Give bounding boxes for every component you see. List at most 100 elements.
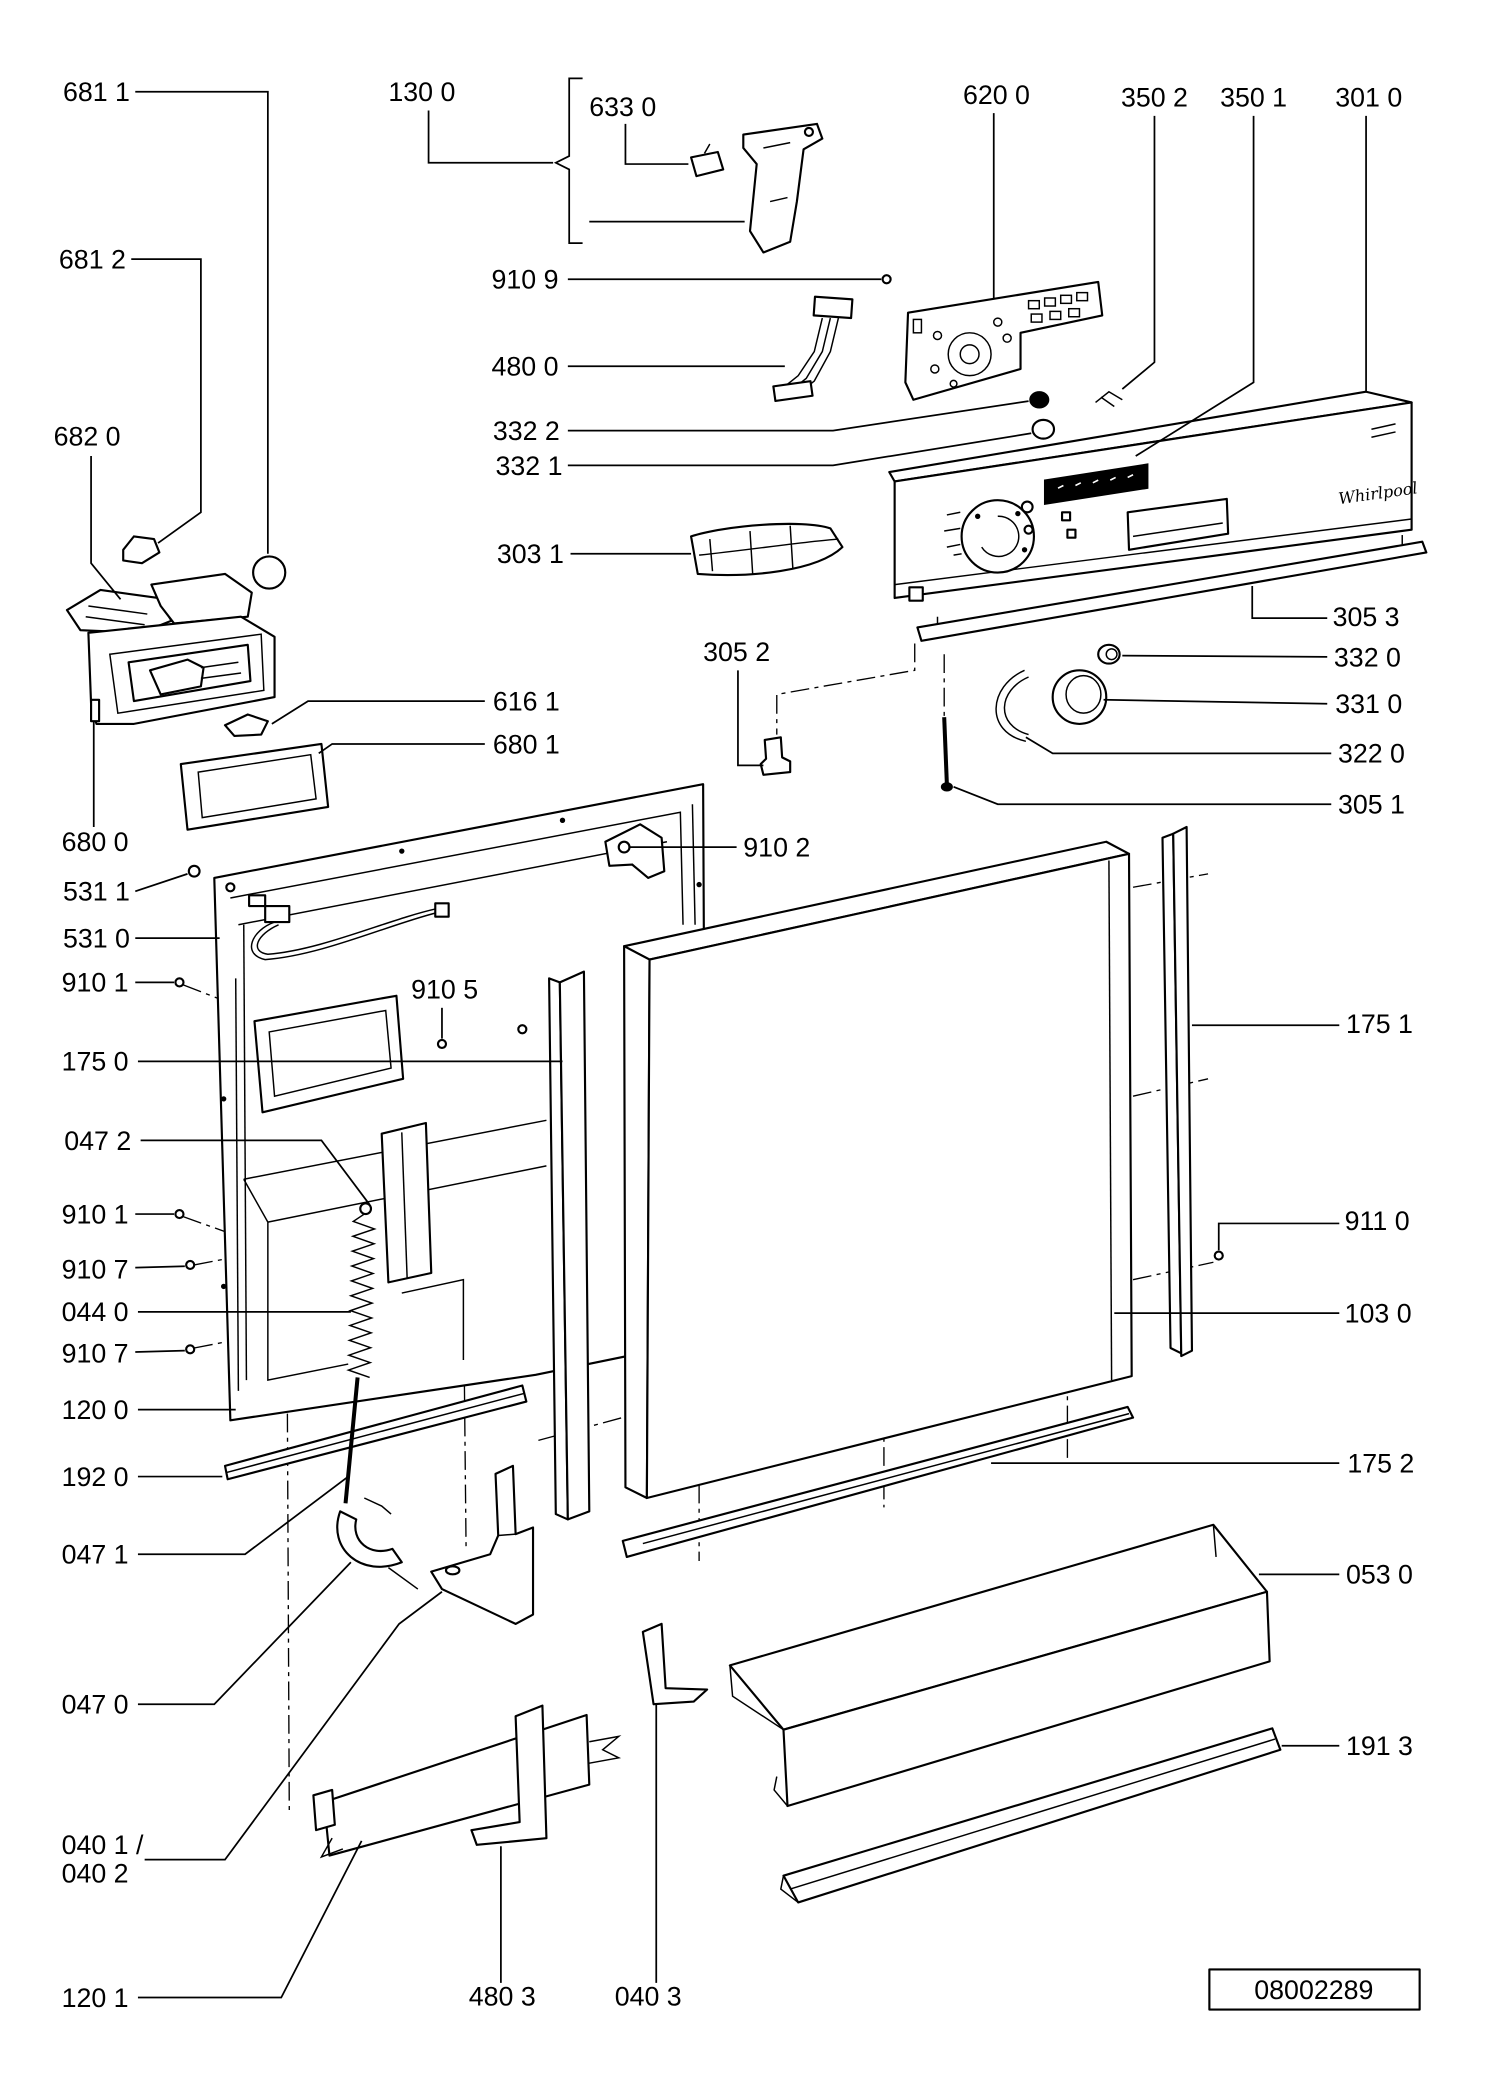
panel-decor-line (1371, 423, 1396, 430)
bottom-seal-edge (226, 1392, 524, 1474)
screw-icon (225, 882, 236, 893)
part-label-633-0: 633 0 (589, 92, 656, 122)
part-label-681-1: 681 1 (63, 77, 130, 107)
part-label-175-1: 175 1 (1346, 1009, 1413, 1039)
leader-line (737, 670, 764, 767)
panel-indicator (1066, 528, 1077, 539)
bottom-plate-break (589, 1735, 622, 1764)
part-label-040-1: 040 1 / (62, 1830, 144, 1860)
knob-assembly (940, 643, 1121, 792)
program-knob (1051, 669, 1108, 725)
spring-clip-tail (363, 1497, 419, 1590)
panel-display (1043, 463, 1149, 506)
bottom-plate-body (323, 1713, 591, 1857)
part-label-332-0: 332 0 (1334, 642, 1401, 672)
wire (256, 907, 437, 955)
part-label-480-3: 480 3 (469, 1982, 536, 2012)
handle-frame-outer (253, 994, 405, 1114)
wire-connector (264, 904, 291, 924)
screw-icon (174, 1208, 185, 1220)
display-symbols (1057, 474, 1134, 489)
profile-edge (789, 1738, 1276, 1890)
part-label-331-0: 331 0 (1335, 689, 1402, 719)
leader-line (144, 1591, 443, 1861)
part-label-047-0: 047 0 (62, 1690, 129, 1720)
leader-line (135, 1265, 185, 1269)
board-component (1049, 310, 1062, 321)
bottom-strip-body (621, 1405, 1135, 1558)
dial-mark (974, 513, 981, 519)
panel-rivet (696, 881, 702, 888)
part-label-130-0: 130 0 (388, 77, 455, 107)
screw-icon (617, 840, 631, 854)
part-label-053-0: 053 0 (1346, 1560, 1413, 1590)
side-strip-front (1172, 825, 1194, 1358)
board-component (1027, 299, 1041, 310)
leader-line (1121, 115, 1156, 390)
board-rotary-switch (959, 344, 980, 365)
door-spring-assembly (336, 1202, 419, 1590)
panel-decor-line (1371, 431, 1396, 438)
knob-ring (995, 669, 1027, 743)
dispenser-tab (90, 698, 101, 723)
dispenser-mechanism (148, 658, 205, 696)
control-panel-lip (894, 518, 1412, 586)
panel-rod-end (940, 782, 953, 792)
leader-line (134, 873, 188, 893)
lock-switch (690, 150, 725, 178)
control-panel: Whirlpool (888, 390, 1419, 602)
bottom-seal (223, 1384, 528, 1481)
indicator-light-body (690, 522, 844, 577)
gasket-outer (179, 742, 330, 831)
board-component (949, 379, 958, 388)
profile-end (779, 1875, 799, 1904)
panel-rivet (399, 848, 405, 854)
board-component (930, 364, 940, 374)
part-label-047-1: 047 1 (62, 1540, 129, 1570)
part-label-120-0: 120 0 (62, 1395, 129, 1425)
leader-line (318, 743, 485, 755)
spring-hook (359, 1202, 373, 1216)
leader-line (90, 456, 122, 600)
board-component (1043, 297, 1057, 307)
bottom-strip-edge (642, 1412, 1130, 1545)
spring-rail (380, 1121, 433, 1284)
dispenser-mechanism-line (200, 672, 242, 680)
dispenser-cover (150, 572, 253, 625)
plinth-lip (729, 1665, 784, 1731)
part-label-332-1: 332 1 (496, 451, 563, 481)
part-label-175-2: 175 2 (1347, 1449, 1414, 1479)
door-left-face (623, 945, 651, 1500)
bottom-plate-foot (319, 1837, 344, 1859)
leader-line (567, 432, 1032, 467)
indicator-light-detail (699, 525, 839, 574)
detergent-dispenser (65, 572, 276, 725)
part-label-305-2: 305 2 (703, 637, 770, 667)
inner-panel-cross-band (243, 1178, 269, 1223)
screw-icon (187, 864, 201, 878)
board-component (1059, 294, 1073, 305)
plinth (728, 1523, 1271, 1808)
part-label-175-0: 175 0 (62, 1047, 129, 1077)
screw-icon (517, 1024, 528, 1035)
door-edge (1108, 860, 1113, 1381)
panel-button (1023, 524, 1034, 535)
bottom-plate-tab (312, 1788, 336, 1832)
part-label-682-0: 682 0 (54, 421, 121, 451)
outer-door-panel (623, 840, 1133, 1500)
side-strip-left (548, 970, 591, 1521)
part-label-680-1: 680 1 (493, 729, 560, 759)
part-label-047-2: 047 2 (64, 1126, 131, 1156)
screw-icon (185, 1344, 196, 1355)
plinth-foot (773, 1776, 789, 1807)
dispenser-lid-mark (85, 616, 145, 626)
panel-handle-frame (253, 994, 405, 1114)
part-label-303-1: 303 1 (497, 539, 564, 569)
handle-frame-inner (268, 1009, 392, 1098)
plinth-bracket (641, 1622, 709, 1706)
part-label-103-0: 103 0 (1345, 1299, 1412, 1329)
program-dial-arc (981, 515, 1020, 558)
dispenser-gasket (179, 742, 330, 831)
door-switch-wiring (248, 894, 450, 961)
